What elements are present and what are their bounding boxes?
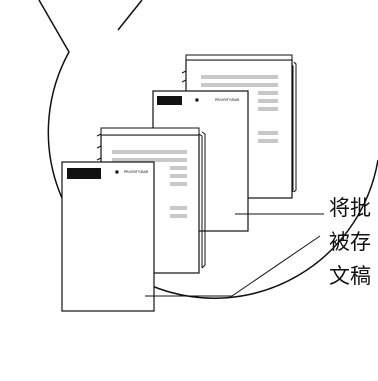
header-block bbox=[157, 96, 182, 105]
caption-line-2: 被存 bbox=[329, 231, 371, 254]
document-header-text: PRIORITY/BAR bbox=[215, 98, 240, 102]
document-stack-1: ■ PRIORITY/BAR bbox=[61, 161, 155, 312]
header-block bbox=[67, 168, 101, 179]
caption-line-1: 将批 bbox=[329, 197, 371, 220]
document-header-text: PRIORITY/BAR bbox=[124, 170, 149, 174]
svg-text:■: ■ bbox=[115, 169, 119, 174]
svg-text:■: ■ bbox=[195, 97, 199, 102]
caption-line-3: 文稿 bbox=[329, 265, 371, 288]
leader-line-lower bbox=[154, 235, 321, 297]
